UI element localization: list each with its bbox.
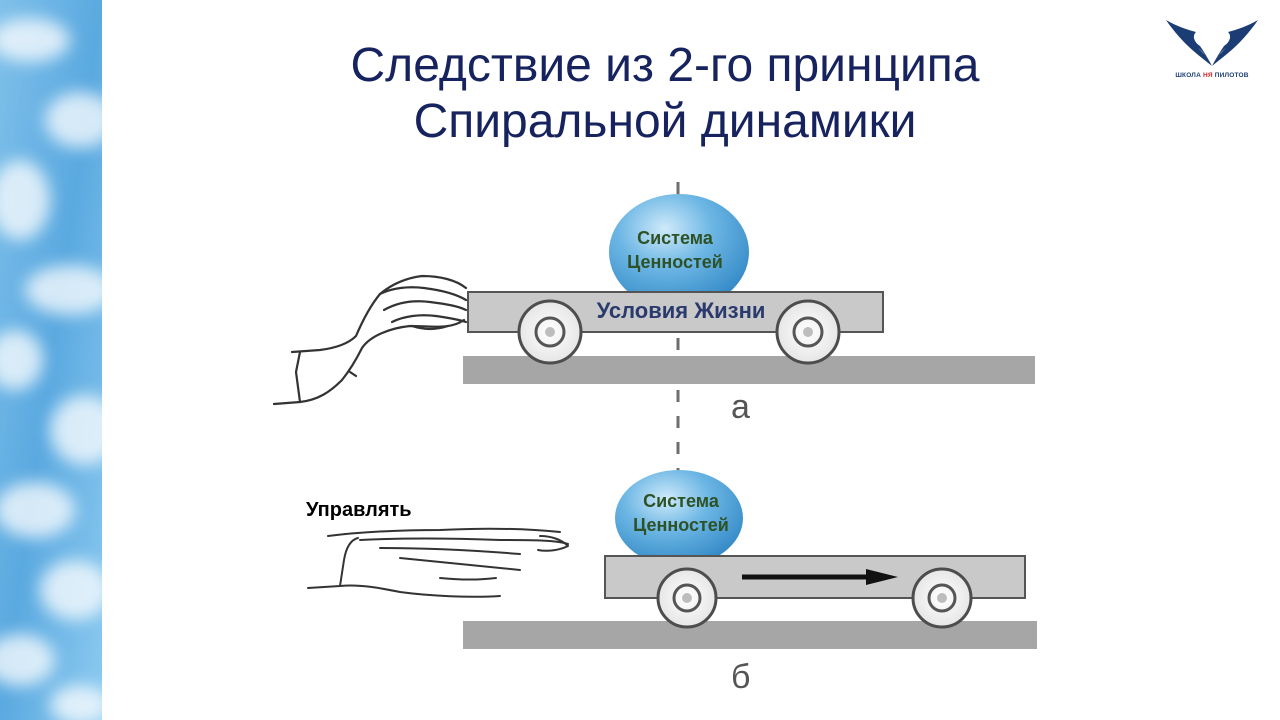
diagram-letter-b: б (731, 658, 751, 696)
wings-logo-icon (1166, 20, 1258, 66)
logo-text: ШКОЛА НЯ ПИЛОТОВ (1175, 72, 1249, 79)
value-ball-b (615, 470, 743, 566)
ball-a-label: Система Ценностей (627, 228, 723, 272)
diagram-letter-a: а (731, 388, 750, 426)
value-ball-a (609, 194, 749, 310)
wheel-b-right (911, 567, 973, 629)
title-line-1: Следствие из 2-го принципа (350, 39, 980, 92)
cart-a-label: Условия Жизни (596, 298, 766, 323)
ball-b-label: Система Ценностей (633, 491, 729, 535)
slide-title: Следствие из 2-го принципа Спиральной ди… (240, 38, 1090, 150)
wheel-a-left (517, 299, 583, 365)
sky-background-strip (0, 0, 102, 720)
school-logo: ШКОЛА НЯ ПИЛОТОВ (1162, 16, 1262, 82)
hand-pushing-icon (272, 274, 468, 406)
wheel-a-right (775, 299, 841, 365)
motion-arrow-icon (742, 569, 898, 585)
hand-b-label: Управлять (306, 499, 412, 521)
hand-flat-icon (307, 527, 569, 598)
wheel-b-left (656, 567, 718, 629)
title-line-2: Спиральной динамики (413, 95, 917, 148)
